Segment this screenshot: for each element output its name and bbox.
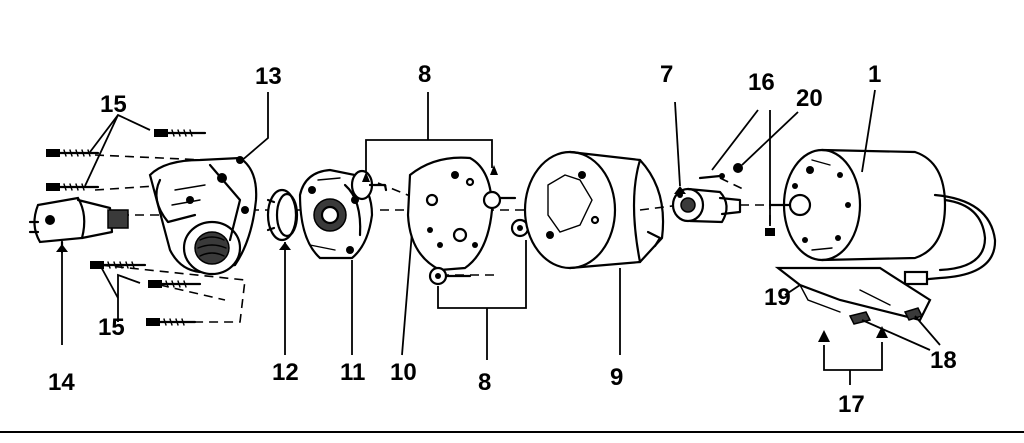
callout-8-top: 8	[418, 61, 431, 88]
leader-16a	[711, 109, 759, 171]
power-cord	[916, 193, 997, 282]
part-9-motor-bracket	[523, 150, 665, 355]
part-18-clips	[848, 307, 941, 351]
callout-18: 18	[930, 347, 957, 374]
leader-8-bottom	[437, 240, 527, 309]
leader-18a	[861, 319, 931, 351]
bolt-8a	[482, 190, 517, 210]
callout-labels: 1 7 8 8 9 10 11 12 13 14 15 15 16 17 18 …	[48, 61, 957, 418]
part-15-screws	[46, 113, 207, 326]
callout-19: 19	[764, 284, 791, 311]
leader-1	[861, 89, 876, 173]
screw-15b	[154, 129, 207, 137]
callout-16: 16	[748, 69, 775, 96]
callout-20: 20	[796, 85, 823, 112]
screw-15d	[90, 261, 147, 269]
screw-15e	[148, 280, 202, 288]
screw-15a	[46, 149, 100, 157]
part-19-base-plate	[774, 266, 932, 322]
leader-7	[674, 101, 681, 187]
bolt-8b	[510, 218, 530, 238]
leader-15-bottom	[117, 273, 141, 322]
part-1-motor	[768, 89, 997, 286]
callout-7: 7	[660, 61, 673, 88]
part-7-shaft-assembly	[671, 101, 742, 224]
callout-17: 17	[838, 391, 865, 418]
callout-11: 11	[340, 359, 365, 386]
callout-12: 12	[272, 359, 299, 386]
callout-10: 10	[390, 359, 417, 386]
leader-19	[784, 284, 801, 296]
leader-15-bottom-b	[99, 264, 119, 299]
screw-15c	[46, 183, 100, 191]
leader-15-mid	[84, 114, 119, 187]
screw-15f	[146, 318, 197, 326]
callout-9: 9	[610, 364, 623, 391]
part-13-pump-housing	[148, 92, 269, 276]
leader-20	[741, 111, 799, 166]
part-20-plug	[733, 111, 799, 173]
leader-18b	[914, 315, 941, 346]
callout-15-top: 15	[100, 91, 127, 118]
leader-13	[239, 92, 269, 163]
part-16-screws	[698, 109, 775, 236]
part-17-screws	[818, 326, 888, 385]
callout-1: 1	[868, 61, 881, 88]
leader-8-top	[365, 139, 493, 172]
callout-15-bottom: 15	[98, 314, 125, 341]
callout-8-bottom: 8	[478, 369, 491, 396]
part-14-pressure-switch	[28, 196, 129, 345]
callout-14: 14	[48, 369, 75, 396]
leader-10	[401, 231, 413, 356]
callout-13: 13	[255, 63, 282, 90]
leader-15-top	[89, 113, 151, 153]
bolt-8c	[428, 266, 472, 286]
leader-17	[823, 342, 883, 371]
part-8-seal-plate	[362, 92, 530, 360]
part-12-seal-ring	[266, 188, 299, 355]
